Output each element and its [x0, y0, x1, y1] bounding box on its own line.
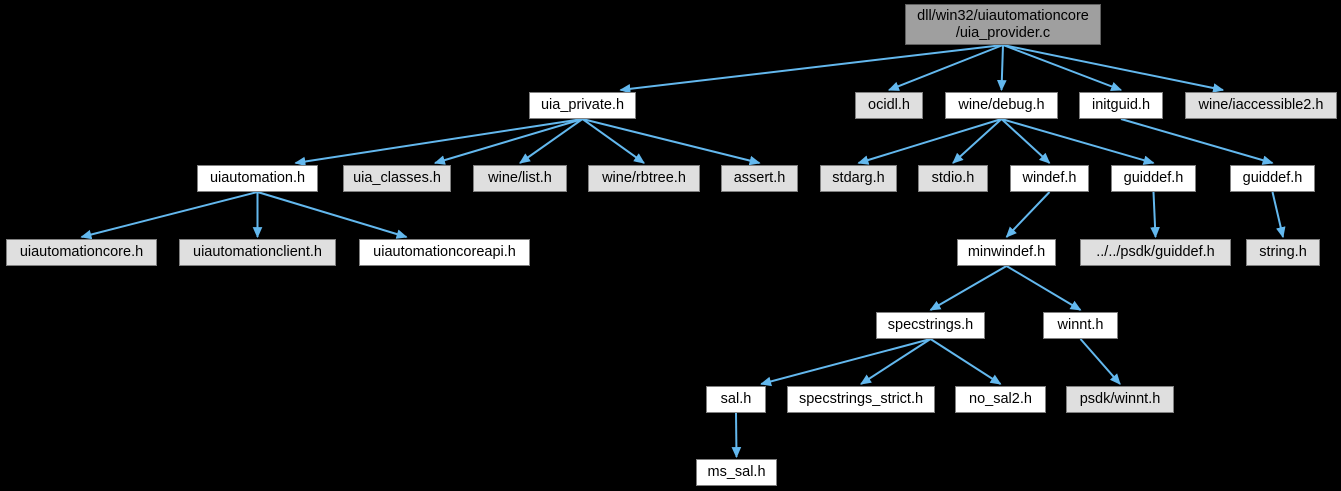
graph-edge-wine_debug-to-windef [1000, 118, 1051, 164]
graph-node-ocidl[interactable]: ocidl.h [855, 92, 923, 119]
graph-node-root[interactable]: dll/win32/uiautomationcore /uia_provider… [905, 4, 1101, 45]
graph-node-label: wine/list.h [488, 170, 552, 186]
graph-edge-guiddef_a-to-psdk_guiddef [1150, 191, 1160, 239]
graph-edge-specstrings-to-no_sal2 [929, 338, 1002, 385]
graph-node-uia_private[interactable]: uia_private.h [529, 92, 636, 119]
graph-edge-windef-to-minwindef [1005, 191, 1051, 238]
graph-node-psdk_winnt[interactable]: psdk/winnt.h [1066, 386, 1174, 413]
graph-node-label: stdio.h [931, 170, 975, 186]
graph-node-label: no_sal2.h [969, 391, 1032, 407]
graph-edge-wine_debug-to-stdio [952, 118, 1003, 164]
graph-node-string[interactable]: string.h [1246, 239, 1320, 266]
graph-edge-guiddef_b-to-string [1271, 191, 1286, 239]
graph-node-uiautomationclient[interactable]: uiautomationclient.h [179, 239, 336, 266]
graph-node-label: uiautomationcoreapi.h [373, 244, 516, 260]
graph-node-label: wine/iaccessible2.h [1198, 97, 1324, 113]
graph-edge-uia_private-to-uia_classes [433, 118, 583, 165]
graph-edge-initguid-to-guiddef_b [1120, 118, 1274, 165]
graph-node-label: stdarg.h [832, 170, 885, 186]
graph-node-uiautomation[interactable]: uiautomation.h [197, 165, 318, 192]
graph-edge-root-to-ocidl [887, 44, 1004, 91]
graph-edge-uia_private-to-uiautomation [294, 118, 583, 167]
graph-edge-wine_debug-to-stdarg [857, 118, 1002, 165]
graph-node-wine_rbtree[interactable]: wine/rbtree.h [588, 165, 700, 192]
graph-node-ms_sal[interactable]: ms_sal.h [696, 459, 777, 486]
graph-node-minwindef[interactable]: minwindef.h [957, 239, 1056, 266]
graph-node-label: specstrings.h [887, 317, 974, 333]
graph-node-label: sal.h [720, 391, 752, 407]
graph-node-label: assert.h [733, 170, 786, 186]
graph-node-label: guiddef.h [1123, 170, 1184, 186]
graph-node-label: uiautomation.h [209, 170, 306, 186]
graph-node-label: uia_private.h [540, 97, 625, 113]
graph-node-label: guiddef.h [1242, 170, 1303, 186]
graph-edge-specstrings-to-sal [760, 338, 931, 387]
graph-node-label: minwindef.h [967, 244, 1046, 260]
graph-node-label: psdk/winnt.h [1079, 391, 1161, 407]
graph-edge-root-to-initguid [1002, 44, 1123, 91]
graph-node-winnt[interactable]: winnt.h [1043, 312, 1118, 339]
graph-node-label: winnt.h [1057, 317, 1104, 333]
graph-node-uia_classes[interactable]: uia_classes.h [343, 165, 451, 192]
graph-edge-specstrings-to-specstrings_strict [860, 338, 932, 385]
graph-node-label: ms_sal.h [707, 464, 766, 480]
graph-node-label: uia_classes.h [353, 170, 441, 186]
graph-edge-uia_private-to-wine_list [519, 118, 584, 164]
graph-node-label: ocidl.h [868, 97, 910, 113]
graph-node-no_sal2[interactable]: no_sal2.h [955, 386, 1046, 413]
graph-edge-winnt-to-psdk_winnt [1079, 338, 1121, 385]
graph-edge-wine_debug-to-guiddef_a [1001, 118, 1155, 165]
graph-node-guiddef_a[interactable]: guiddef.h [1111, 165, 1196, 192]
graph-node-label: string.h [1259, 244, 1307, 260]
graph-node-label: uiautomationclient.h [193, 244, 322, 260]
graph-node-sal[interactable]: sal.h [706, 386, 766, 413]
graph-node-label: windef.h [1022, 170, 1077, 186]
graph-edge-minwindef-to-specstrings [929, 265, 1008, 311]
graph-node-uiautomationcore[interactable]: uiautomationcore.h [6, 239, 157, 266]
graph-node-initguid[interactable]: initguid.h [1079, 92, 1163, 119]
graph-node-stdarg[interactable]: stdarg.h [820, 165, 897, 192]
graph-node-stdio[interactable]: stdio.h [918, 165, 988, 192]
graph-node-assert[interactable]: assert.h [721, 165, 798, 192]
graph-node-label: specstrings_strict.h [798, 391, 924, 407]
graph-node-guiddef_b[interactable]: guiddef.h [1230, 165, 1315, 192]
graph-node-label: uiautomationcore.h [19, 244, 144, 260]
graph-node-psdk_guiddef[interactable]: ../../psdk/guiddef.h [1080, 239, 1231, 266]
graph-edge-root-to-wine_debug [996, 44, 1007, 92]
graph-edge-uiautomation-to-uiautomationcoreapi [257, 191, 408, 239]
graph-edge-uia_private-to-assert [582, 118, 761, 166]
graph-edge-sal-to-ms_sal [731, 412, 742, 459]
graph-node-specstrings_strict[interactable]: specstrings_strict.h [787, 386, 935, 413]
graph-node-uiautomationcoreapi[interactable]: uiautomationcoreapi.h [359, 239, 530, 266]
graph-node-label: wine/debug.h [958, 97, 1045, 113]
graph-edge-uiautomation-to-uiautomationcore [80, 191, 258, 240]
graph-node-label: dll/win32/uiautomationcore /uia_provider… [917, 7, 1089, 41]
graph-node-wine_debug[interactable]: wine/debug.h [945, 92, 1058, 119]
graph-node-wine_list[interactable]: wine/list.h [473, 165, 567, 192]
graph-edge-root-to-uia_private [619, 44, 1004, 94]
graph-edge-uia_private-to-wine_rbtree [581, 118, 645, 164]
graph-node-label: ../../psdk/guiddef.h [1096, 244, 1215, 260]
graph-node-windef[interactable]: windef.h [1010, 165, 1089, 192]
graph-node-wine_iaccessible2[interactable]: wine/iaccessible2.h [1185, 92, 1337, 119]
graph-edge-minwindef-to-winnt [1005, 265, 1082, 311]
graph-node-label: initguid.h [1091, 97, 1151, 113]
graph-node-specstrings[interactable]: specstrings.h [876, 312, 985, 339]
graph-edge-root-to-wine_iaccessible2 [1002, 44, 1225, 93]
graph-node-label: wine/rbtree.h [602, 170, 686, 186]
